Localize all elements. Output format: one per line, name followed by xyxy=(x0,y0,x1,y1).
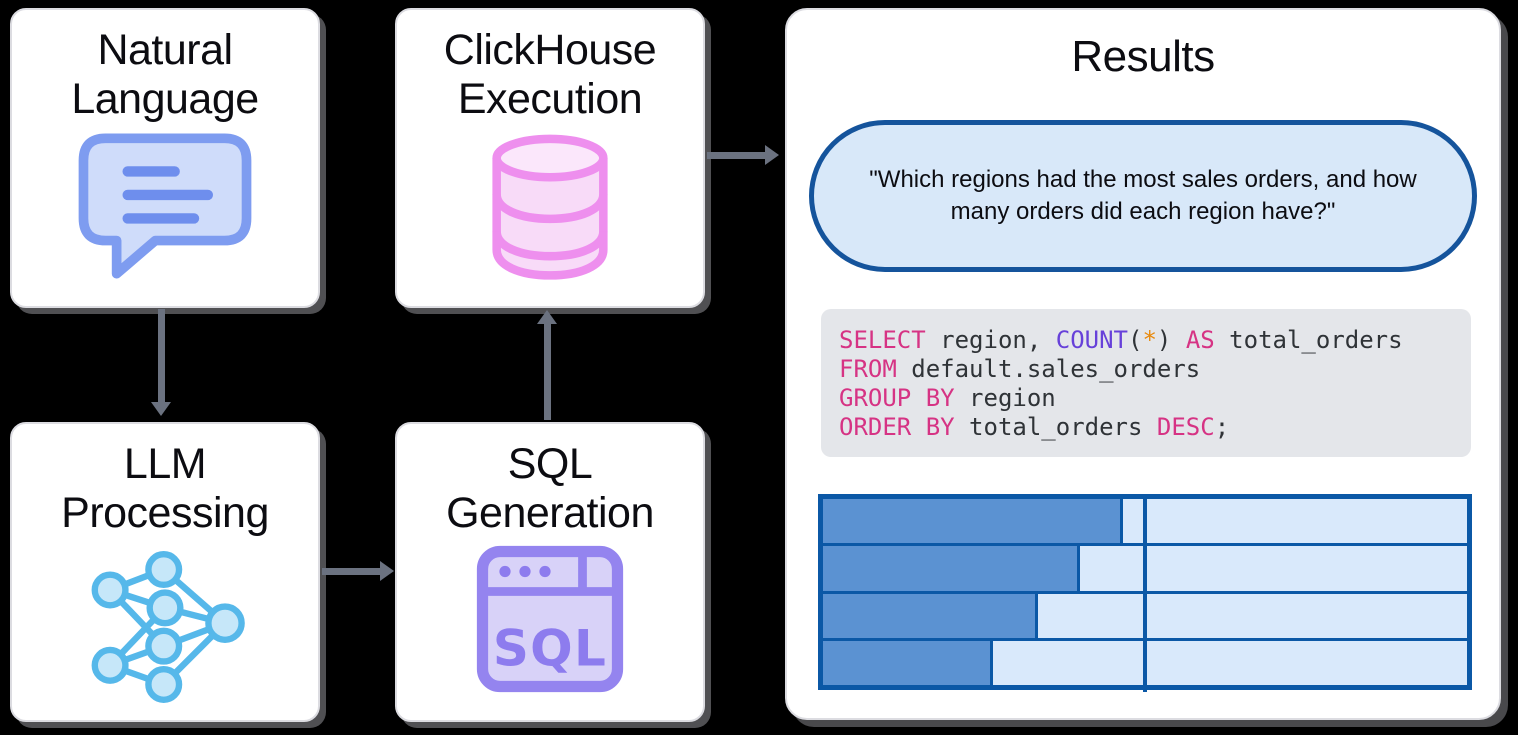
arrowhead-right-icon xyxy=(765,145,779,165)
chat-bubble-icon xyxy=(78,133,252,279)
node-box-natural-language: Natural Language xyxy=(10,8,320,308)
svg-text:SQL: SQL xyxy=(493,619,607,677)
arrow-clickhouse-to-results xyxy=(707,152,767,159)
results-panel: Results "Which regions had the most sale… xyxy=(785,8,1501,720)
chart-rows xyxy=(823,499,1467,685)
arrowhead-right-icon xyxy=(380,561,394,581)
sql-code-line: SELECT region, COUNT(*) AS total_orders xyxy=(839,326,1403,354)
chart-bar xyxy=(823,499,1124,544)
question-bubble: "Which regions had the most sales orders… xyxy=(809,120,1477,272)
arrow-sql-to-clickhouse xyxy=(544,323,551,420)
arrowhead-down-icon xyxy=(151,402,171,416)
chart-bar xyxy=(823,546,1080,591)
question-text: "Which regions had the most sales orders… xyxy=(869,166,1417,225)
sql-code-line: GROUP BY region xyxy=(839,384,1056,412)
bar-chart xyxy=(818,494,1472,692)
chart-bar xyxy=(823,640,994,685)
arrowhead-up-icon xyxy=(537,310,557,324)
node-title-llm-processing: LLM Processing xyxy=(61,440,269,538)
arrow-llm-to-sql xyxy=(322,568,382,575)
node-title-natural-language: Natural Language xyxy=(71,26,259,124)
neural-network-icon xyxy=(91,551,245,704)
node-box-sql-generation: SQL Generation SQL xyxy=(395,422,705,722)
node-box-clickhouse-execution: ClickHouse Execution xyxy=(395,8,705,308)
chart-divider-line xyxy=(1143,499,1147,685)
results-title: Results xyxy=(1071,32,1215,81)
database-icon xyxy=(492,134,608,280)
chart-row xyxy=(823,593,1467,641)
chart-bar xyxy=(823,593,1039,638)
chart-row xyxy=(823,640,1467,685)
sql-code-line: ORDER BY total_orders DESC; xyxy=(839,413,1230,441)
arrow-natural-language-to-llm xyxy=(158,309,165,403)
node-box-llm-processing: LLM Processing xyxy=(10,422,320,722)
node-title-sql-generation: SQL Generation xyxy=(446,440,654,538)
chart-axis-tick xyxy=(1143,685,1147,692)
node-title-clickhouse-execution: ClickHouse Execution xyxy=(443,26,657,124)
sql-code-line: FROM default.sales_orders xyxy=(839,355,1201,383)
sql-window-icon: SQL xyxy=(476,545,624,693)
